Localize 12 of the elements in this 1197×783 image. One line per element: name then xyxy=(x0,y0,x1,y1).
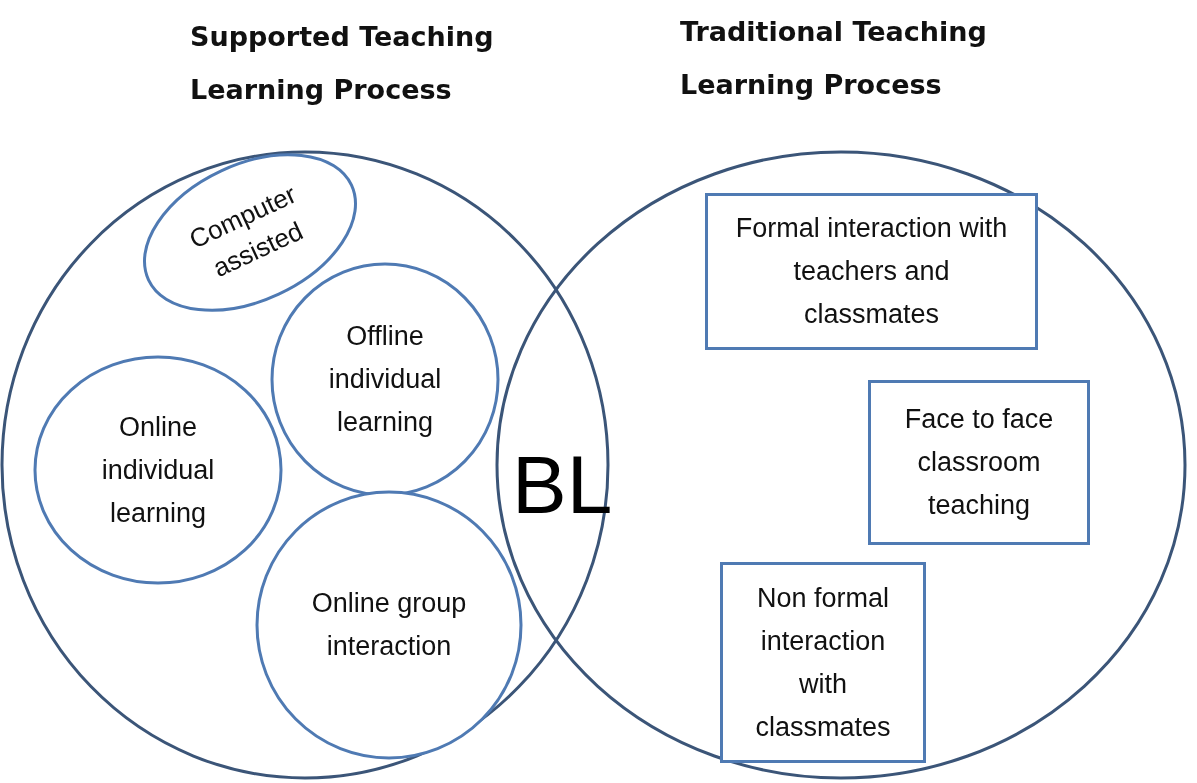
topic-label: Online individual learning xyxy=(100,410,216,530)
topic-label: Online group interaction xyxy=(310,587,468,663)
topic-box xyxy=(705,193,1038,350)
topic-label: Offline individual learning xyxy=(327,320,443,439)
topic-box xyxy=(868,380,1090,545)
circle-heading: Traditional Teaching Learning Process xyxy=(680,15,988,102)
topic-ellipse xyxy=(33,355,283,585)
topic-label: Formal interaction with teachers and classmates xyxy=(734,212,1009,331)
circle-heading: Supported Teaching Learning Process xyxy=(190,20,495,107)
topic-box xyxy=(720,562,926,763)
topic-label: Face to face classroom teaching xyxy=(903,403,1055,522)
topic-label: Non formal interaction with classmates xyxy=(754,581,892,744)
